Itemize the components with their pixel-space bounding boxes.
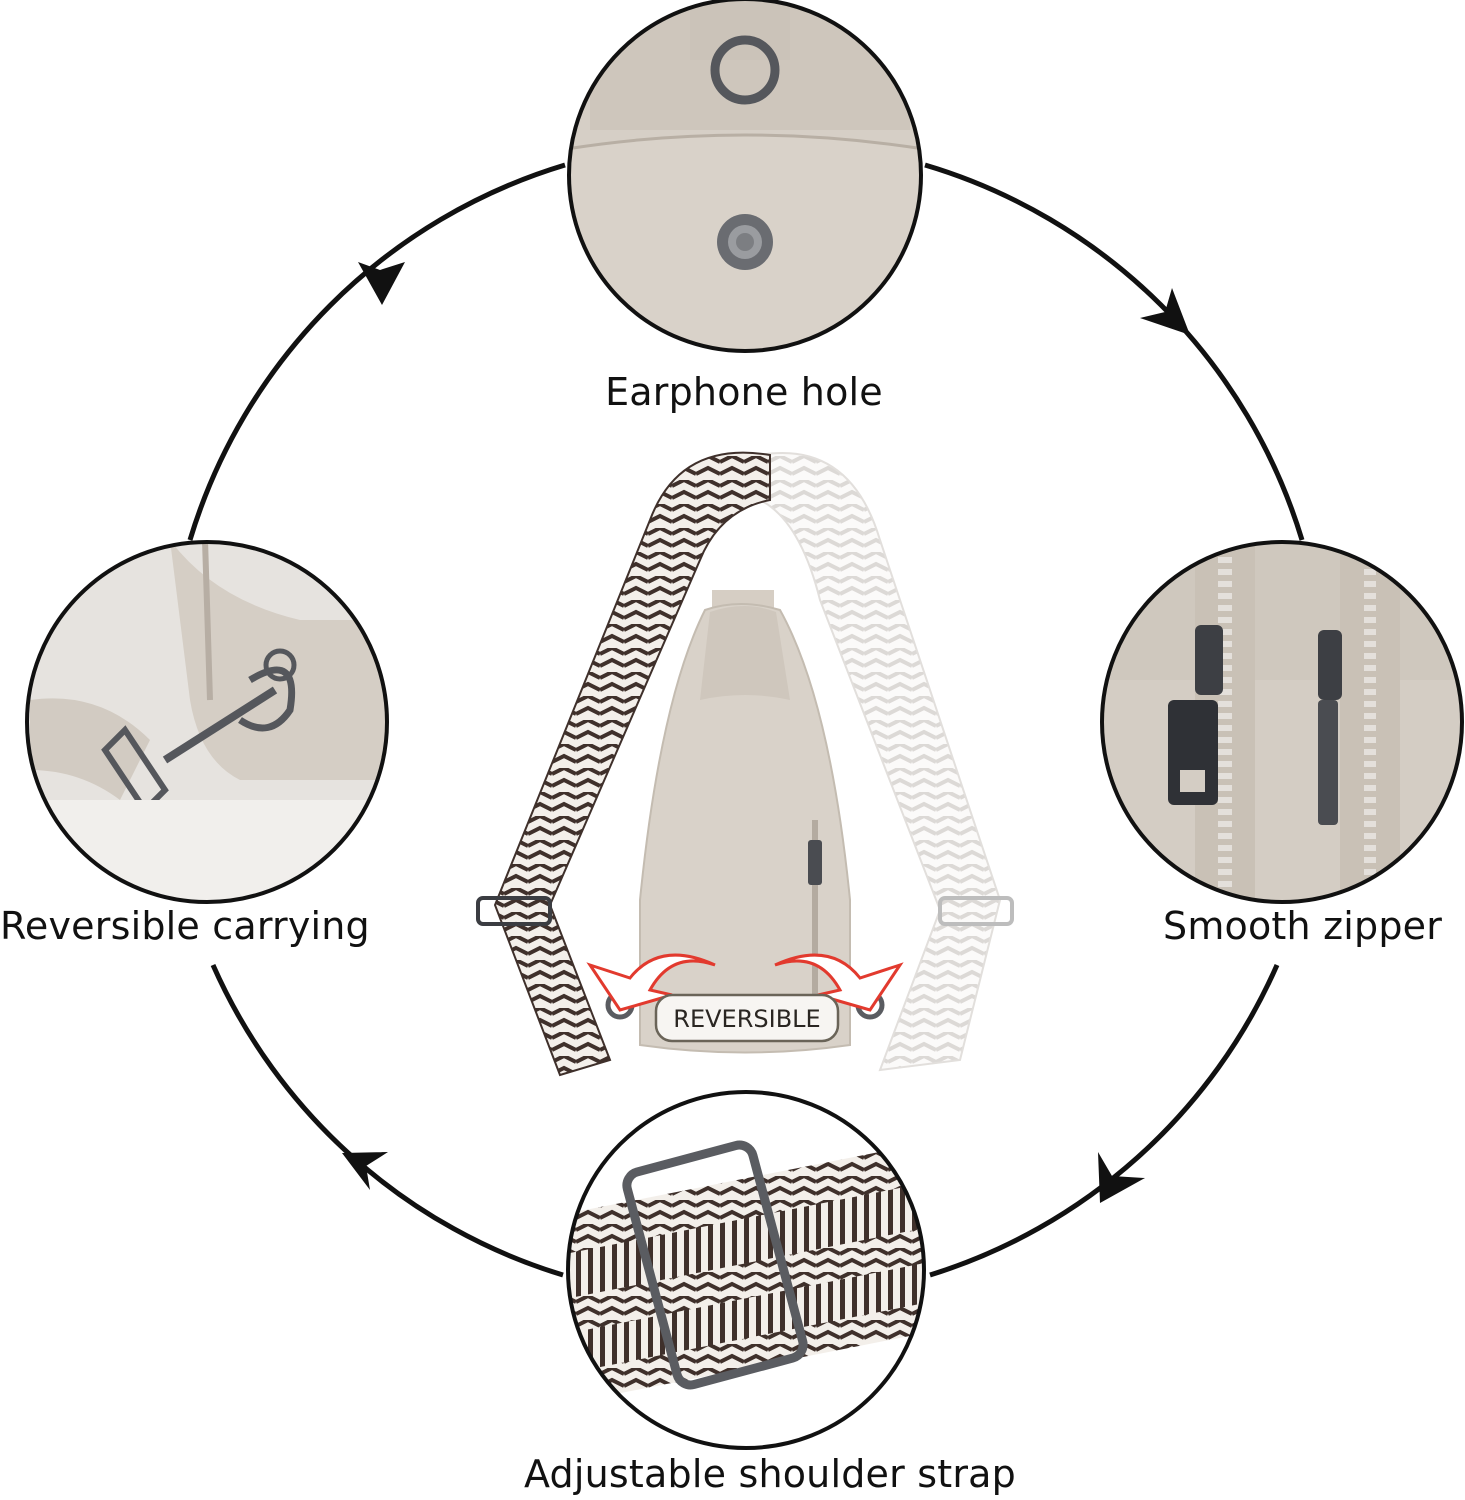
smooth-zipper-photo [1100,540,1464,904]
ring-arc-top-right [924,162,1305,541]
label-adjustable-shoulder-strap: Adjustable shoulder strap [524,1452,1016,1496]
cycle-arrows [342,262,1190,1203]
arrow-left-top-icon [358,262,405,305]
earphone-hole-photo [567,0,923,353]
bag-body [639,603,851,1054]
label-reversible-carrying: Reversible carrying [0,904,370,948]
ring-arc-bottom-right [929,963,1280,1278]
strap-dark [493,451,771,1077]
reversible-carrying-photo [25,540,389,904]
adjustable-strap-photo [566,1090,926,1450]
ring-arc-top-left [187,162,566,541]
arrow-right-top-icon [1140,288,1190,335]
label-smooth-zipper: Smooth zipper [1163,904,1443,948]
reversible-badge: REVERSIBLE [654,993,840,1043]
sling-bag-product: REVERSIBLE [476,451,1014,1077]
arrow-left-bottom-icon [342,1152,388,1190]
reversible-arrows-icon [586,953,904,1012]
label-earphone-hole: Earphone hole [605,370,883,414]
reversible-badge-text: REVERSIBLE [673,1005,820,1033]
ring-arc-bottom-left [210,963,564,1278]
arrow-right-bottom-icon [1098,1152,1145,1203]
